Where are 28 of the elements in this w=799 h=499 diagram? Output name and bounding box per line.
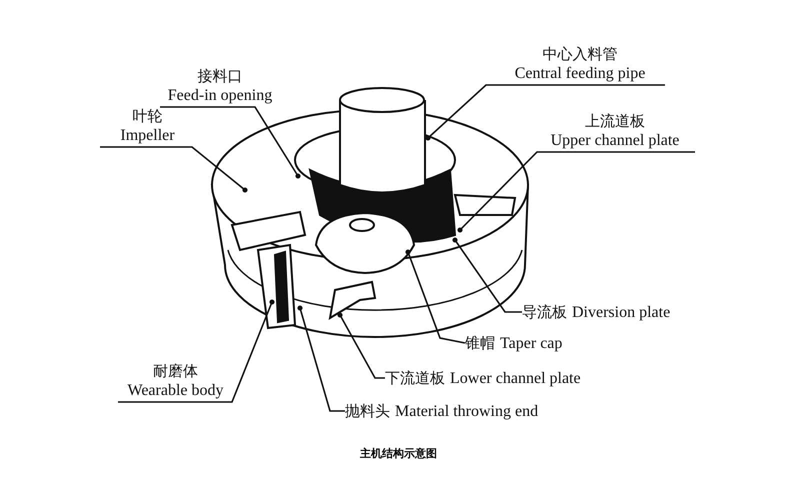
part-label: 下流道板	[385, 368, 445, 388]
part-label: Material throwing end	[395, 402, 538, 422]
part-label: Feed-in opening	[168, 86, 272, 106]
part-label: Central feeding pipe	[514, 64, 646, 84]
part-label: 叶轮	[132, 106, 162, 126]
leader-line	[425, 84, 665, 141]
part-label: Wearable body	[128, 381, 224, 401]
caption: 主机结构示意图	[360, 446, 437, 461]
leader-line	[452, 237, 522, 313]
leader-line	[405, 249, 466, 344]
leader-line	[100, 146, 248, 193]
part-label: Diversion plate	[572, 303, 670, 323]
part-label: 上流道板	[585, 111, 645, 131]
part-label: Taper cap	[500, 334, 562, 354]
leader-line	[337, 312, 385, 379]
part-label: 耐磨体	[153, 361, 198, 381]
part-label: Lower channel plate	[450, 369, 581, 389]
part-label: 导流板	[522, 302, 567, 322]
leader-line	[297, 305, 345, 412]
part-label: 抛料头	[345, 401, 390, 421]
part-label: 接料口	[198, 66, 242, 86]
leader-line	[160, 106, 301, 179]
part-label: 中心入料管	[542, 44, 618, 64]
leader-line	[118, 299, 275, 403]
part-label: Upper channel plate	[550, 131, 680, 151]
part-label: 锥帽	[465, 333, 495, 353]
part-label: Impeller	[120, 126, 175, 146]
leader-line	[457, 151, 695, 233]
